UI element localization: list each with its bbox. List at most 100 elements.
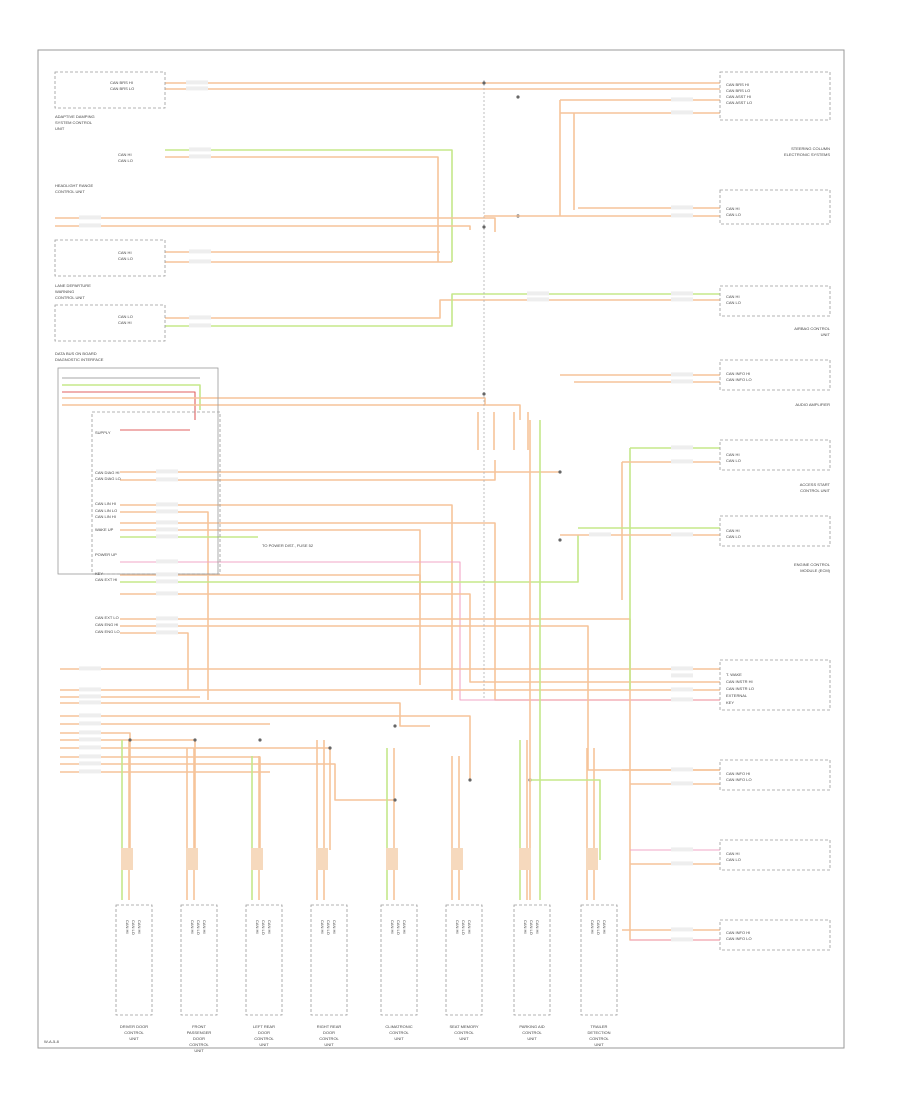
wire-code bbox=[156, 579, 178, 584]
bottom-module-label: UNIT bbox=[527, 1036, 537, 1041]
wire-code bbox=[79, 713, 101, 718]
bottom-pin: CAN LO bbox=[461, 920, 466, 935]
wire-code bbox=[189, 154, 211, 159]
gateway-pin: CAN DIAG HI bbox=[95, 470, 119, 475]
bottom-module-label: FRONT bbox=[192, 1024, 206, 1029]
wire-code bbox=[156, 534, 178, 539]
wire-code bbox=[671, 532, 693, 537]
gateway-pin: CAN LIN LO bbox=[95, 508, 117, 513]
bottom-module-box bbox=[310, 904, 348, 1016]
wire-code bbox=[671, 937, 693, 942]
wire-hr-2 bbox=[55, 225, 471, 230]
module-5-label: DIAGNOSTIC INTERFACE bbox=[55, 357, 104, 362]
wire-ldw-lo bbox=[165, 299, 720, 319]
bottom-pin: CAN LO bbox=[261, 920, 266, 935]
module-2-label: HEADLIGHT RANGE bbox=[55, 183, 93, 188]
bottom-module-label: TRAILER bbox=[591, 1024, 608, 1029]
splice-dot bbox=[258, 738, 262, 742]
wire-code bbox=[189, 323, 211, 328]
gateway-pin: CAN EXT LO bbox=[95, 615, 119, 620]
wire-code bbox=[156, 623, 178, 628]
wire-layer bbox=[55, 80, 720, 941]
splice-dot bbox=[393, 724, 397, 728]
module-4-label: CONTROL UNIT bbox=[55, 295, 85, 300]
splice-dot bbox=[193, 738, 197, 742]
bottom-module-label: DOOR bbox=[258, 1030, 270, 1035]
right-module-5-box bbox=[719, 439, 831, 471]
bottom-module-label: UNIT bbox=[324, 1042, 334, 1047]
wire-code bbox=[671, 379, 693, 384]
wire-code bbox=[79, 700, 101, 705]
right-module-3-pin: CAN HI bbox=[726, 294, 740, 299]
bottom-module-box bbox=[380, 904, 418, 1016]
right-module-10-pin: CAN INFO HI bbox=[726, 930, 750, 935]
wire-code bbox=[189, 259, 211, 264]
right-module-6-label: ENGINE CONTROL bbox=[794, 562, 831, 567]
right-module-8-pin: CAN INFO HI bbox=[726, 771, 750, 776]
bottom-module-label: PARKING AID bbox=[519, 1024, 544, 1029]
gateway-inner-box bbox=[57, 367, 219, 575]
bottom-pin: CAN HI bbox=[190, 920, 195, 934]
splice-dot bbox=[482, 81, 486, 85]
wire-adc-hi bbox=[165, 149, 453, 262]
right-module-6-pin: CAN HI bbox=[726, 528, 740, 533]
wire-code bbox=[671, 767, 693, 772]
module-1-label: SYSTEM CONTROL bbox=[55, 120, 93, 125]
bottom-module-label: CONTROL bbox=[454, 1030, 474, 1035]
bottom-module-box bbox=[580, 904, 618, 1016]
wire-code bbox=[671, 927, 693, 932]
bottom-pin: CAN LO bbox=[529, 920, 534, 935]
wire-code bbox=[156, 559, 178, 564]
right-module-0-box bbox=[719, 71, 831, 121]
module-4-box bbox=[54, 304, 166, 342]
bottom-pin: CAN HI bbox=[455, 920, 460, 934]
gateway-note: TO POWER DIST., FUSE 52 bbox=[262, 543, 314, 548]
right-module-5-pin: CAN LO bbox=[726, 458, 741, 463]
right-module-0-pin: CAN BRS HI bbox=[726, 82, 749, 87]
right-module-9-pin: CAN HI bbox=[726, 851, 740, 856]
bottom-module-label: UNIT bbox=[259, 1042, 269, 1047]
right-module-1-pin: CAN LO bbox=[726, 212, 741, 217]
splice-dot bbox=[393, 798, 397, 802]
right-module-1-label: ELECTRONIC SYSTEMS bbox=[784, 152, 830, 157]
gateway-pin: CAN EXT HI bbox=[95, 577, 117, 582]
bottom-module-label: DOOR bbox=[193, 1036, 205, 1041]
right-module-4-pin: CAN INFO LO bbox=[726, 377, 752, 382]
right-module-4-label: AUDIO AMPLIFIER bbox=[795, 402, 830, 407]
wire-code bbox=[189, 249, 211, 254]
wire-code bbox=[156, 502, 178, 507]
bottom-module-label: CONTROL bbox=[189, 1042, 209, 1047]
wire-code bbox=[79, 666, 101, 671]
splice-dot bbox=[482, 392, 486, 396]
bottom-module-label: DRIVER DOOR bbox=[120, 1024, 148, 1029]
wire-code bbox=[156, 477, 178, 482]
bottom-connector bbox=[186, 848, 198, 870]
gateway-pin: CAN ENG LO bbox=[95, 629, 120, 634]
module-3-pin: CAN LO bbox=[118, 256, 133, 261]
wire-code bbox=[79, 223, 101, 228]
gateway-pin: WAKE UP bbox=[95, 527, 114, 532]
wire-code bbox=[671, 213, 693, 218]
wire-code bbox=[671, 781, 693, 786]
bottom-module-label: DETECTION bbox=[587, 1030, 610, 1035]
gateway-pin: KEY bbox=[95, 571, 103, 576]
bottom-module-box bbox=[245, 904, 283, 1016]
splice-dot bbox=[328, 746, 332, 750]
wire-code bbox=[156, 591, 178, 596]
bottom-module-box bbox=[180, 904, 218, 1016]
bottom-module-label: RIGHT REAR bbox=[317, 1024, 342, 1029]
wire-code bbox=[671, 861, 693, 866]
splice-dot bbox=[128, 738, 132, 742]
right-module-7-pin: CAN INSTR HI bbox=[726, 679, 753, 684]
wire-code bbox=[79, 737, 101, 742]
right-module-3-label: UNIT bbox=[821, 332, 831, 337]
bottom-module-label: UNIT bbox=[129, 1036, 139, 1041]
wire-code bbox=[186, 80, 208, 85]
splice-dot bbox=[558, 470, 562, 474]
wire-code bbox=[527, 291, 549, 296]
wire-diag-2 bbox=[62, 384, 201, 410]
bottom-pin: CAN HI bbox=[267, 920, 272, 934]
wire-code bbox=[156, 616, 178, 621]
bottom-pin: CAN LO bbox=[396, 920, 401, 935]
